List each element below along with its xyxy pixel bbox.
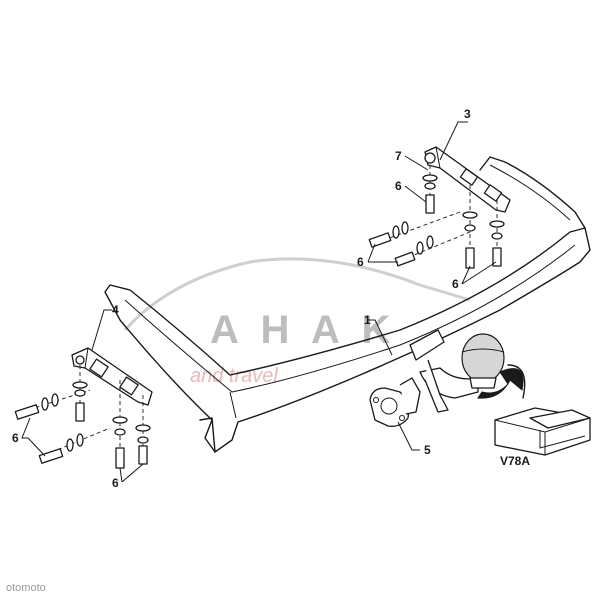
main-beam	[104, 156, 591, 453]
model-code-label: V78A	[500, 454, 530, 468]
right-bracket	[424, 146, 511, 213]
part-labels: 1 3 7 6 6 6 4 6 6 5	[12, 107, 471, 490]
watermark-brand: A H A K	[210, 308, 396, 352]
watermark-corner: otomoto	[6, 582, 46, 594]
model-code-box: V78A	[494, 407, 591, 468]
part-label-3: 3	[464, 107, 471, 121]
part-label-6-left: 6	[12, 431, 19, 445]
socket-plate	[369, 377, 421, 427]
tow-ball-assembly	[409, 329, 505, 413]
watermark: A H A K and travel otomoto	[6, 257, 471, 594]
curved-arrow-icon	[477, 368, 524, 399]
left-fasteners	[14, 365, 151, 469]
part-label-1: 1	[364, 313, 371, 327]
part-label-6-right-upper: 6	[395, 179, 402, 193]
part-label-7: 7	[395, 149, 402, 163]
leader-lines	[21, 121, 497, 483]
left-bracket	[71, 347, 153, 406]
right-fasteners	[368, 165, 505, 269]
watermark-car-outline-icon	[123, 257, 471, 332]
part-label-6-right-lower: 6	[452, 277, 459, 291]
part-label-4: 4	[112, 303, 119, 317]
watermark-tagline: and travel	[190, 365, 278, 387]
attach-arrow	[477, 364, 526, 399]
part-label-5: 5	[424, 443, 431, 457]
part-label-6-left-lower: 6	[112, 476, 119, 490]
part-label-6-right-left: 6	[357, 255, 364, 269]
